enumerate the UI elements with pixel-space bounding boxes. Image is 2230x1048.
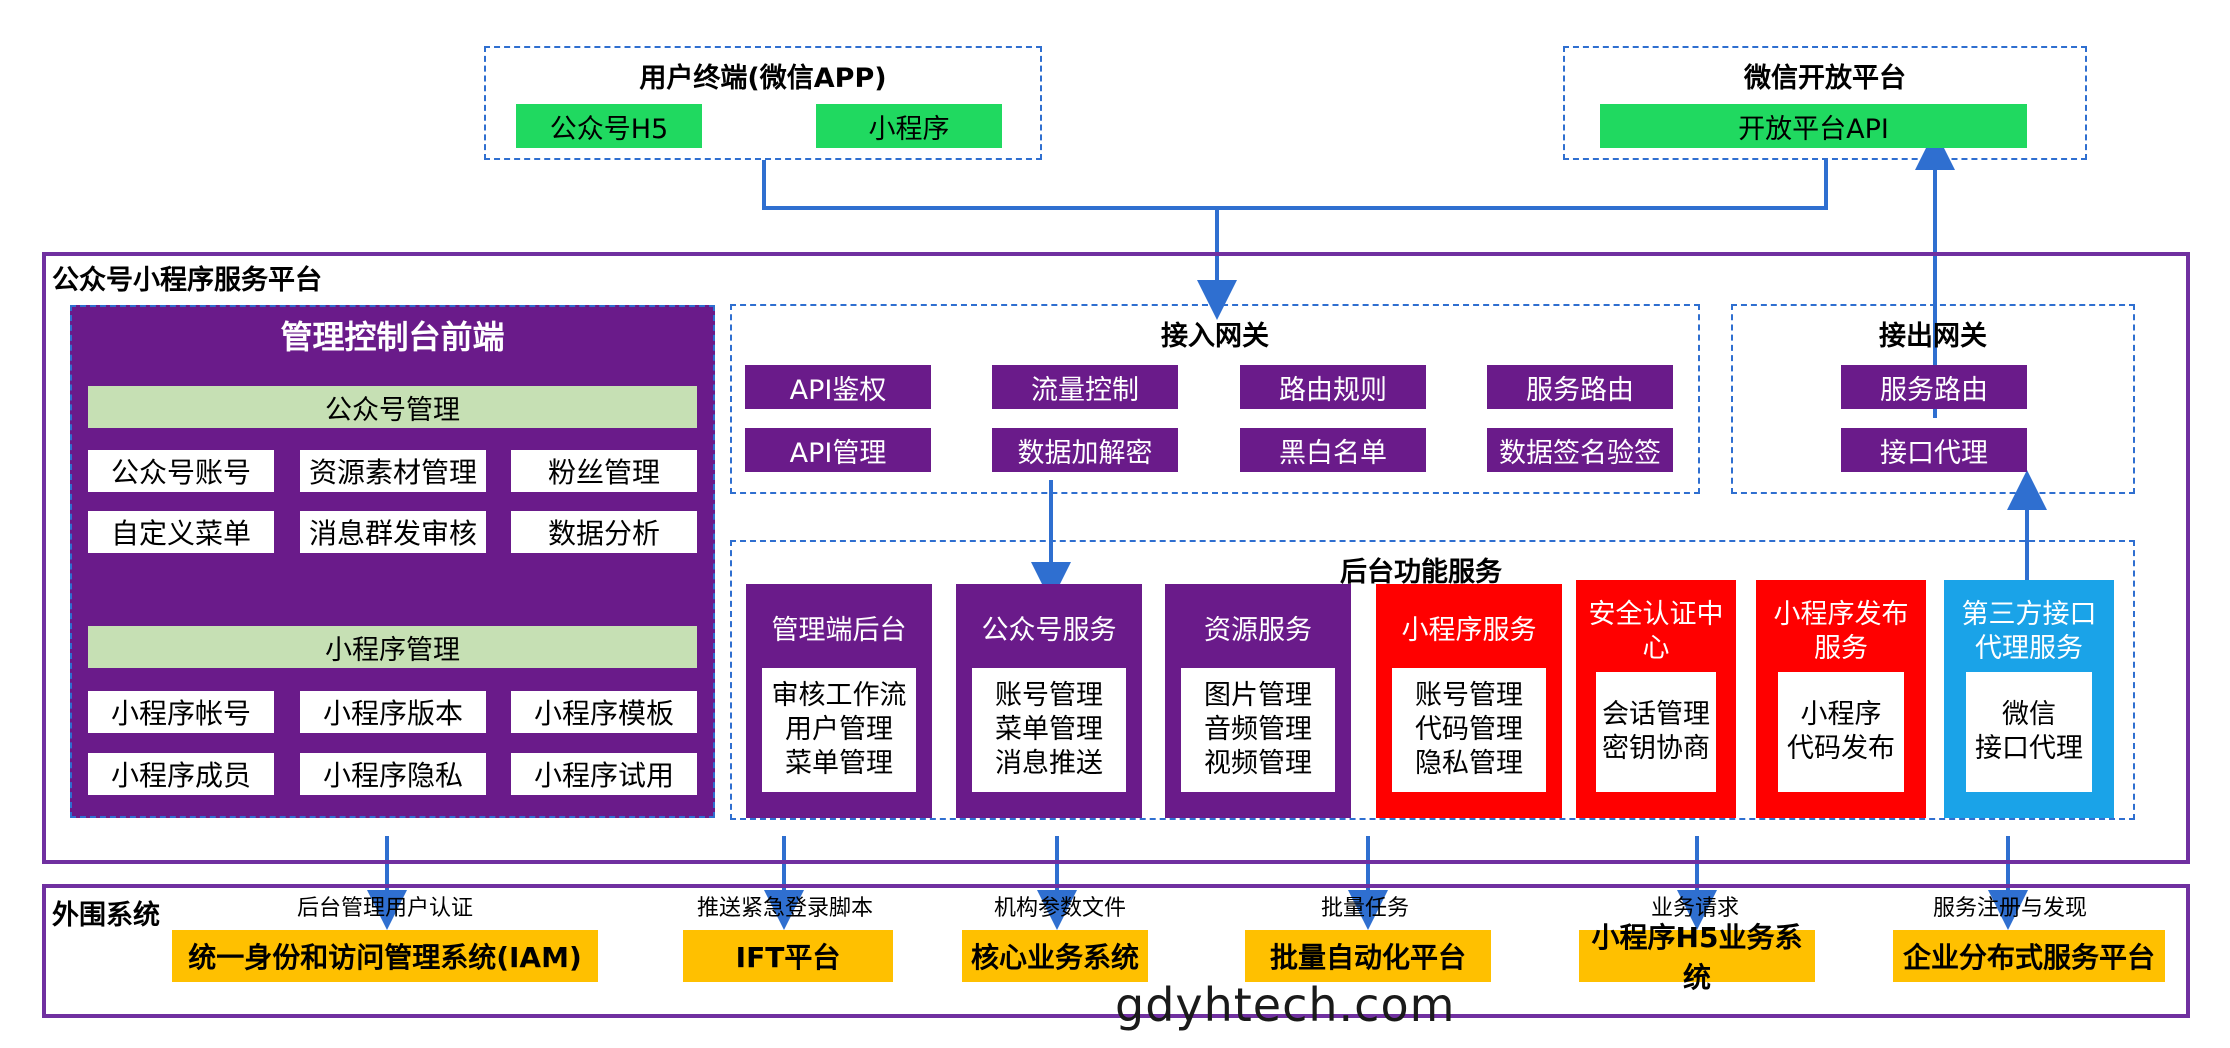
terminal-miniprogram: 小程序 <box>816 104 1002 148</box>
service-name: 管理端后台 <box>771 615 907 646</box>
egress-gateway-box: 接出网关 <box>1731 304 2135 494</box>
gzh-header: 公众号管理 <box>88 386 697 428</box>
console-item: 数据分析 <box>511 511 697 553</box>
platform-frame <box>42 252 2190 864</box>
service-line: 图片管理 <box>1204 680 1312 711</box>
external-system: 批量自动化平台 <box>1245 930 1491 982</box>
external-label: 后台管理用户认证 <box>296 896 473 921</box>
console-panel <box>70 305 715 818</box>
service-name: 小程序发布服务 <box>1773 599 1909 664</box>
service-body: 账号管理 菜单管理 消息推送 <box>972 668 1126 792</box>
service-line: 审核工作流 <box>771 680 907 711</box>
service-line: 代码管理 <box>1415 714 1523 745</box>
service-line: 账号管理 <box>995 680 1103 711</box>
service-name: 资源服务 <box>1204 615 1312 646</box>
console-item: 消息群发审核 <box>300 511 486 553</box>
console-item: 自定义菜单 <box>88 511 274 553</box>
egress-title: 接出网关 <box>1879 321 1987 352</box>
user-terminal-title: 用户终端(微信APP) <box>639 63 887 94</box>
wechat-open-title: 微信开放平台 <box>1744 63 1906 94</box>
egress-item: 服务路由 <box>1841 365 2027 409</box>
service-line: 代码发布 <box>1787 733 1895 764</box>
service-line: 菜单管理 <box>995 714 1103 745</box>
service-name: 安全认证中心 <box>1588 599 1724 664</box>
terminal-h5: 公众号H5 <box>516 104 702 148</box>
console-title: 管理控制台前端 <box>280 318 505 356</box>
watermark-text: gdyhtech.com <box>1115 978 1456 1032</box>
service-line: 隐私管理 <box>1415 748 1523 779</box>
xcx-header: 小程序管理 <box>88 626 697 668</box>
console-item: 资源素材管理 <box>300 450 486 492</box>
backend-services-box <box>730 540 2135 820</box>
ingress-item: API管理 <box>745 428 931 472</box>
service-line: 音频管理 <box>1204 714 1312 745</box>
console-item: 粉丝管理 <box>511 450 697 492</box>
service-line: 账号管理 <box>1415 680 1523 711</box>
ingress-title: 接入网关 <box>1161 321 1269 352</box>
external-label: 机构参数文件 <box>993 896 1126 921</box>
service-third-party-proxy: 第三方接口代理服务 微信 接口代理 <box>1944 580 2114 818</box>
external-label: 批量任务 <box>1320 896 1409 921</box>
external-system: 企业分布式服务平台 <box>1893 930 2165 982</box>
ingress-gateway-box: 接入网关 <box>730 304 1700 494</box>
console-item: 小程序试用 <box>511 753 697 795</box>
ingress-item: 服务路由 <box>1487 365 1673 409</box>
service-line: 视频管理 <box>1204 748 1312 779</box>
console-item: 小程序帐号 <box>88 691 274 733</box>
ingress-item: 流量控制 <box>992 365 1178 409</box>
service-body: 微信 接口代理 <box>1966 672 2092 792</box>
platform-title: 公众号小程序服务平台 <box>52 265 322 296</box>
console-item: 小程序模板 <box>511 691 697 733</box>
external-title: 外围系统 <box>52 900 160 931</box>
ingress-item: 数据加解密 <box>992 428 1178 472</box>
egress-item: 接口代理 <box>1841 428 2027 472</box>
external-label: 推送紧急登录脚本 <box>696 896 873 921</box>
service-admin-backend: 管理端后台 审核工作流 用户管理 菜单管理 <box>746 584 932 818</box>
service-line: 接口代理 <box>1975 733 2083 764</box>
service-line: 小程序 <box>1800 699 1882 730</box>
service-miniprogram: 小程序服务 账号管理 代码管理 隐私管理 <box>1376 584 1562 818</box>
service-miniprogram-publish: 小程序发布服务 小程序 代码发布 <box>1756 580 1926 818</box>
ingress-item: API鉴权 <box>745 365 931 409</box>
backend-title: 后台功能服务 <box>1340 557 1502 588</box>
service-name: 第三方接口代理服务 <box>1961 599 2097 664</box>
external-system: 小程序H5业务系统 <box>1579 921 1815 994</box>
user-terminal-box: 用户终端(微信APP) <box>484 46 1042 160</box>
ingress-item: 路由规则 <box>1240 365 1426 409</box>
service-security: 安全认证中心 会话管理 密钥协商 <box>1576 580 1736 818</box>
service-body: 小程序 代码发布 <box>1778 672 1904 792</box>
service-gzh: 公众号服务 账号管理 菜单管理 消息推送 <box>956 584 1142 818</box>
ingress-item: 数据签名验签 <box>1487 428 1673 472</box>
console-item: 小程序成员 <box>88 753 274 795</box>
service-body: 会话管理 密钥协商 <box>1596 672 1716 792</box>
top-bus-line <box>762 160 1828 210</box>
service-line: 用户管理 <box>785 714 893 745</box>
open-platform-api: 开放平台API <box>1600 104 2027 148</box>
external-system: IFT平台 <box>683 930 893 982</box>
service-name: 小程序服务 <box>1401 615 1537 646</box>
console-item: 小程序隐私 <box>300 753 486 795</box>
external-label: 业务请求 <box>1650 896 1739 921</box>
external-frame <box>42 884 2190 1018</box>
console-item: 小程序版本 <box>300 691 486 733</box>
service-resource: 资源服务 图片管理 音频管理 视频管理 <box>1165 584 1351 818</box>
service-line: 密钥协商 <box>1602 733 1710 764</box>
service-line: 消息推送 <box>995 748 1103 779</box>
external-system: 统一身份和访问管理系统(IAM) <box>172 930 598 982</box>
service-body: 审核工作流 用户管理 菜单管理 <box>762 668 916 792</box>
service-line: 会话管理 <box>1602 699 1710 730</box>
service-name: 公众号服务 <box>981 615 1117 646</box>
service-body: 账号管理 代码管理 隐私管理 <box>1392 668 1546 792</box>
service-body: 图片管理 音频管理 视频管理 <box>1181 668 1335 792</box>
service-line: 菜单管理 <box>785 748 893 779</box>
external-label: 服务注册与发现 <box>1932 896 2087 921</box>
external-system: 核心业务系统 <box>962 930 1148 982</box>
console-item: 公众号账号 <box>88 450 274 492</box>
wechat-open-box: 微信开放平台 <box>1563 46 2087 160</box>
service-line: 微信 <box>2002 699 2056 730</box>
ingress-item: 黑白名单 <box>1240 428 1426 472</box>
